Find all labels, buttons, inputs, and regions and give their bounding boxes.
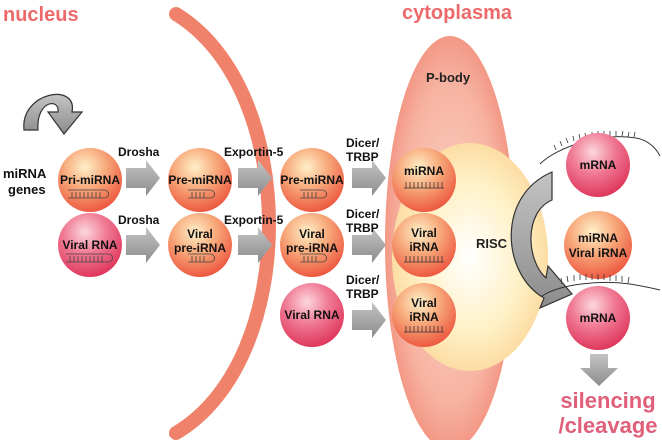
viral-pre-irna-nuclear-label-b: pre-iRNA (174, 241, 226, 255)
viral-pre-irna-cyto-molecule: Viral pre-iRNA (280, 213, 344, 277)
viral-rna-nuclear-molecule: Viral RNA (58, 213, 122, 277)
mrna-strand-bound (541, 274, 661, 297)
complex-label-a: miRNA (578, 231, 618, 245)
nuclear-envelope (169, 7, 276, 440)
drosha-arrow-1 (126, 160, 160, 196)
viral-irna-2-label-a: Viral (411, 296, 437, 310)
exportin-arrow-2 (238, 227, 272, 263)
mrna-bottom-label: mRNA (580, 311, 617, 325)
dicer-label-3a: Dicer/ (346, 273, 380, 287)
exportin-arrow-1 (238, 160, 272, 196)
mirna-molecule: miRNA (392, 148, 456, 212)
dicer-label-1a: Dicer/ (346, 136, 380, 150)
pre-mirna-cyto-label: Pre-miRNA (280, 173, 344, 187)
viral-rna-cyto-label: Viral RNA (284, 308, 339, 322)
pre-mirna-cyto-molecule: Pre-miRNA (280, 148, 344, 212)
mrna-molecule-bottom: mRNA (566, 286, 630, 350)
drosha-label-2: Drosha (118, 213, 160, 227)
viral-pre-irna-cyto-label-b: pre-iRNA (286, 241, 338, 255)
viral-rna-cyto-molecule: Viral RNA (280, 283, 344, 347)
dicer-arrow-2 (352, 227, 386, 263)
mirna-genes-label-line2: genes (8, 182, 46, 197)
drosha-label-1: Drosha (118, 145, 160, 159)
pri-mirna-molecule: Pri-miRNA (58, 148, 122, 212)
complex-label-b: Viral iRNA (569, 246, 628, 260)
pre-mirna-nuclear-molecule: Pre-miRNA (168, 148, 232, 212)
outcome-label-silencing: silencing (560, 388, 655, 413)
viral-rna-nuclear-label: Viral RNA (62, 238, 117, 252)
exportin-label-1: Exportin-5 (224, 145, 284, 159)
cytoplasm-label: cytoplasma (402, 2, 513, 24)
dicer-label-2b: TRBP (346, 221, 379, 235)
mirna-genes-label: miRNA (3, 166, 47, 181)
viral-irna-2-label-b: iRNA (409, 310, 439, 324)
mrna-top-label: mRNA (580, 158, 617, 172)
dicer-arrow-1 (352, 160, 386, 196)
dicer-label-3b: TRBP (346, 287, 379, 301)
risc-label: RISC (476, 236, 508, 251)
outcome-label-cleavage: /cleavage (558, 413, 657, 438)
nucleus-label: nucleus (3, 4, 79, 26)
viral-pre-irna-nuclear-label-a: Viral (187, 227, 213, 241)
viral-pre-irna-cyto-label-a: Viral (299, 227, 325, 241)
viral-irna-1-label-b: iRNA (409, 240, 439, 254)
viral-irna-molecule-1: Viral iRNA (392, 213, 456, 277)
viral-pre-irna-nuclear-molecule: Viral pre-iRNA (168, 213, 232, 277)
dicer-label-2a: Dicer/ (346, 207, 380, 221)
gene-cycle-arrow (23, 93, 84, 135)
risc-binding-arrow (510, 171, 573, 310)
viral-irna-molecule-2: Viral iRNA (392, 283, 456, 347)
mirna-label: miRNA (404, 164, 444, 178)
dicer-arrow-3 (352, 302, 386, 338)
p-body-label: P-body (426, 70, 471, 85)
dicer-label-1b: TRBP (346, 150, 379, 164)
silencing-arrow (580, 354, 618, 386)
mrna-molecule-top: mRNA (566, 133, 630, 197)
mirna-viral-irna-complex: miRNA Viral iRNA (564, 211, 632, 279)
pri-mirna-label: Pri-miRNA (60, 173, 120, 187)
viral-irna-1-label-a: Viral (411, 226, 437, 240)
pre-mirna-nuclear-label: Pre-miRNA (168, 173, 232, 187)
exportin-label-2: Exportin-5 (224, 213, 284, 227)
drosha-arrow-2 (126, 227, 160, 263)
